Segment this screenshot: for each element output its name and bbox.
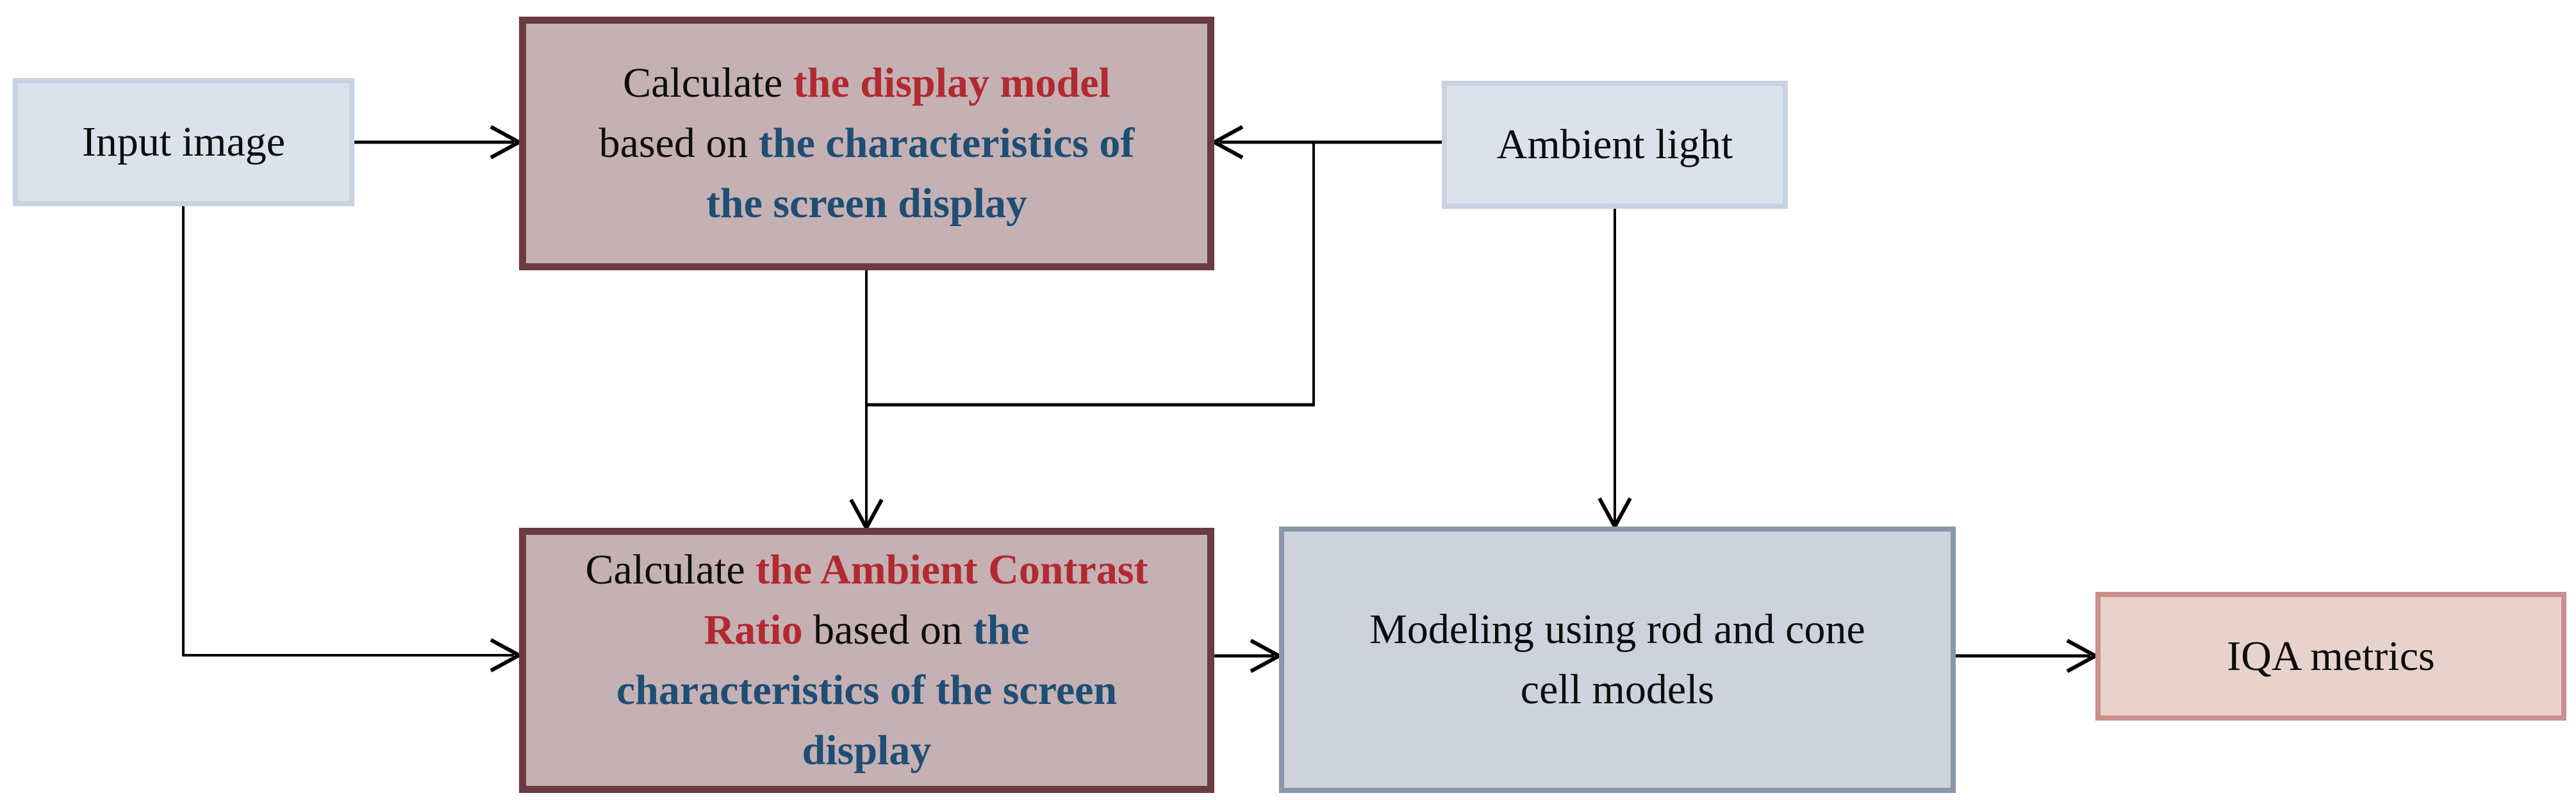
ambient-light-label: Ambient light (1496, 121, 1733, 168)
arrow-input-to-display-model (354, 125, 524, 159)
iqa-metrics-label: IQA metrics (2227, 632, 2435, 680)
arrow-acr-to-model (1214, 639, 1284, 673)
arrow-ambient-to-model (1598, 209, 1632, 531)
iqa-metrics-node: IQA metrics (2095, 592, 2566, 721)
input-image-label: Input image (81, 118, 286, 165)
ambient-light-node: Ambient light (1442, 81, 1788, 209)
input-image-node: Input image (13, 78, 354, 206)
arrow-ambient-to-display-model (1210, 125, 1442, 159)
arrow-junction-to-acr (849, 405, 884, 532)
arrow-input-to-acr (182, 206, 524, 673)
arrow-model-to-iqa (1956, 639, 2100, 673)
